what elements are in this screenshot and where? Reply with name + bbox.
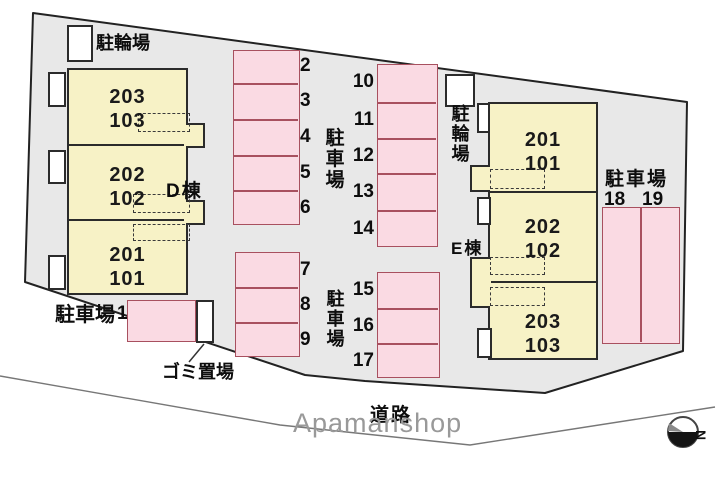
- balcony-box: [48, 150, 66, 184]
- parking-right-label: 駐車場: [605, 169, 669, 190]
- parking-space-number: 10: [352, 71, 374, 92]
- parking-column-10-14: [377, 64, 438, 247]
- stair-outline: [490, 257, 545, 275]
- unit-number: 101: [109, 268, 146, 290]
- unit-number: 101: [524, 153, 562, 175]
- parking-space-number: 18: [604, 189, 626, 210]
- stall-divider: [234, 119, 298, 121]
- parking-space-number: 5: [300, 162, 311, 183]
- building-d-floor-divider: [68, 144, 187, 146]
- unit-number: 202: [524, 216, 562, 238]
- parking-space-number: 11: [353, 109, 374, 130]
- stall-divider: [236, 322, 298, 324]
- parking-column-7-9: [235, 252, 300, 357]
- building-e-name: E棟: [451, 239, 484, 258]
- stair-outline: [490, 287, 545, 306]
- stall-divider: [234, 83, 298, 85]
- building-joint: [486, 259, 491, 306]
- stair-outline: [133, 224, 190, 241]
- parking-space-number: 13: [352, 181, 374, 202]
- unit-number: 201: [109, 244, 146, 266]
- building-e-floor-divider: [489, 281, 597, 283]
- stair-outline: [490, 169, 545, 189]
- stall-divider: [236, 287, 298, 289]
- unit-number: 203: [109, 86, 146, 108]
- building-d-name: D棟: [166, 181, 203, 202]
- unit-number: 103: [524, 335, 562, 357]
- balcony-box: [48, 72, 66, 107]
- balcony-box: [48, 255, 66, 290]
- road-edge-line: [0, 375, 716, 446]
- unit-number: 102: [524, 240, 562, 262]
- parking-space-number: 12: [352, 145, 374, 166]
- stall-divider: [378, 308, 438, 310]
- parking-space-number: 7: [300, 259, 311, 280]
- building-e-unit-labels: 201 101: [489, 128, 597, 176]
- balcony-box: [477, 103, 490, 133]
- parking-mid-upper-label: 駐車場: [325, 128, 345, 191]
- parking-space-number: 8: [300, 294, 311, 315]
- building-d-unit-labels: 202 102: [68, 163, 187, 211]
- parking-space-number: 17: [352, 350, 374, 371]
- unit-number: 102: [109, 188, 146, 210]
- stall-divider: [378, 343, 438, 345]
- building-d-floor-divider: [68, 219, 187, 221]
- building-d: [67, 68, 188, 295]
- parking-space-number: 4: [300, 126, 311, 147]
- building-e-unit-labels: 202 102: [489, 215, 597, 263]
- bicycle-parking-left-label: 駐輪場: [96, 33, 150, 53]
- unit-number: 202: [109, 164, 146, 186]
- parking-stall-1: [127, 300, 196, 342]
- bicycle-parking-left-box: [67, 25, 93, 62]
- parking-space-number: 16: [352, 315, 374, 336]
- building-joint: [486, 167, 491, 190]
- stair-outline: [138, 113, 190, 132]
- bicycle-parking-right-label: 駐輪場: [451, 104, 470, 164]
- garbage-leader-line: [188, 343, 205, 363]
- road-label: 道路: [370, 405, 413, 426]
- building-e-unit-labels: 203 103: [489, 310, 597, 358]
- building-d-unit-labels: 201 101: [68, 243, 187, 291]
- balcony-box: [477, 197, 491, 225]
- parking-space-number: 19: [642, 189, 664, 210]
- parking-column-2-6: [233, 50, 300, 225]
- balcony-box: [477, 328, 492, 358]
- compass-north-letter: N: [693, 430, 709, 440]
- parking-space-number: 15: [352, 279, 374, 300]
- garbage-area-box: [196, 300, 214, 343]
- unit-number: 201: [524, 129, 562, 151]
- parking-space-number: 14: [352, 218, 374, 239]
- watermark: Apamanshop: [293, 408, 463, 438]
- stall-divider: [640, 208, 642, 342]
- stall-divider: [234, 155, 298, 157]
- stall-divider: [234, 190, 298, 192]
- parking-space-number: 3: [300, 90, 311, 111]
- building-e: [488, 102, 598, 360]
- bicycle-parking-right-box: [445, 74, 475, 107]
- parking-space-number: 2: [300, 55, 311, 76]
- building-e-floor-divider: [489, 191, 597, 193]
- parking-left-label: 駐車場: [55, 304, 115, 326]
- stair-outline: [133, 194, 190, 213]
- parking-space-number: 9: [300, 329, 311, 350]
- stall-divider: [378, 138, 436, 140]
- compass-icon: N: [667, 416, 709, 448]
- building-d-unit-labels: 203 103: [68, 85, 187, 133]
- parking-space-number: 1: [117, 303, 128, 324]
- garbage-area-label: ゴミ置場: [162, 362, 234, 382]
- building-joint: [184, 125, 189, 146]
- stall-divider: [378, 210, 436, 212]
- unit-number: 203: [524, 311, 562, 333]
- stall-divider: [378, 102, 436, 104]
- unit-number: 103: [109, 110, 146, 132]
- stall-divider: [378, 173, 436, 175]
- parking-space-number: 6: [300, 197, 311, 218]
- parking-column-15-17: [377, 272, 440, 378]
- parking-mid-lower-label: 駐車場: [326, 289, 345, 349]
